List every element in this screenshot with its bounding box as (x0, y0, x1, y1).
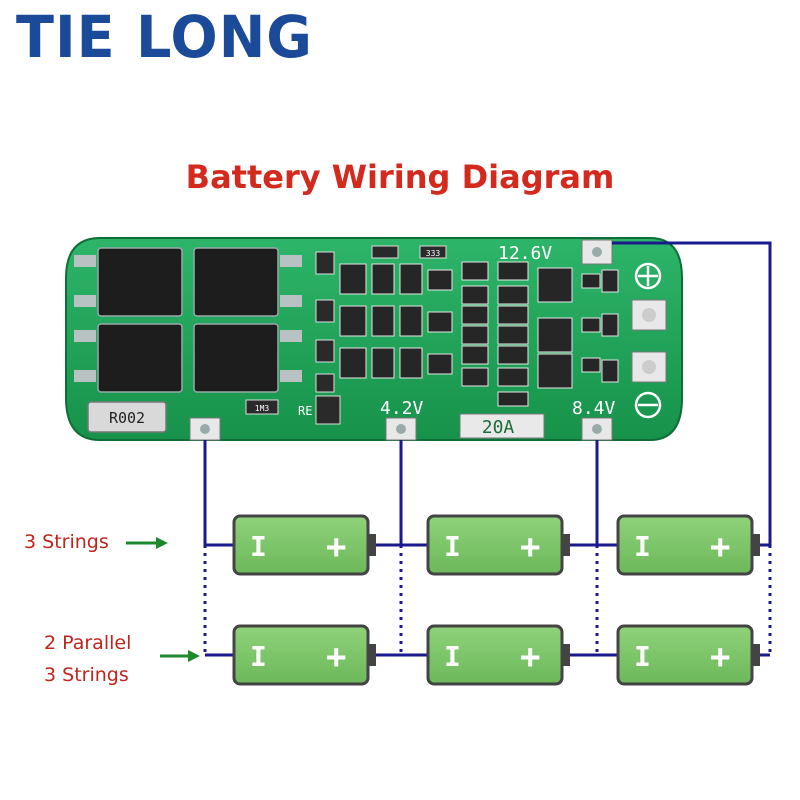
mosfet-group (97, 247, 279, 393)
battery-minus-label: I (634, 530, 651, 563)
battery-minus-label: I (250, 640, 267, 673)
bms-board: R002 1M3 333 RE (65, 237, 683, 441)
battery-plus-label: + (710, 527, 730, 567)
current-rating: 20A (482, 417, 515, 438)
battery-cell: I + (232, 514, 376, 576)
battery-cell: I + (232, 624, 376, 686)
voltage-label-4v2: 4.2V (380, 398, 424, 419)
battery-cell: I + (426, 514, 570, 576)
battery-plus-label: + (520, 527, 540, 567)
brand-logo: TIE LONG (16, 3, 313, 71)
shunt-resistor (87, 401, 167, 433)
voltage-label-12v6: 12.6V (498, 243, 552, 264)
wiring (203, 241, 772, 657)
battery-plus-label: + (326, 527, 346, 567)
battery-plus-label: + (710, 637, 730, 677)
three-strings-label: 3 Strings (24, 531, 109, 553)
minus-terminal-icon (634, 391, 662, 419)
battery-plus-label: + (520, 637, 540, 677)
battery-cell: I + (426, 624, 570, 686)
two-parallel-label-line1: 2 Parallel (44, 632, 132, 654)
arrow-right-icon (160, 650, 200, 662)
battery-minus-label: I (250, 530, 267, 563)
battery-minus-label: I (634, 640, 651, 673)
solder-pads (189, 239, 667, 441)
shunt-resistor-label: R002 (109, 409, 145, 427)
diagram-title: Battery Wiring Diagram (185, 158, 615, 196)
battery-minus-label: I (444, 530, 461, 563)
smd-code-2: 333 (426, 249, 441, 258)
voltage-label-8v4: 8.4V (572, 398, 616, 419)
battery-cell: I + (616, 514, 760, 576)
two-parallel-label-line2: 3 Strings (44, 664, 129, 686)
battery-cells: I + I + I + I + I + (232, 514, 760, 686)
battery-plus-label: + (326, 637, 346, 677)
plus-terminal-icon (634, 262, 662, 290)
battery-cell: I + (616, 624, 760, 686)
smd-code-1: 1M3 (255, 404, 270, 413)
arrow-right-icon (126, 537, 168, 549)
battery-minus-label: I (444, 640, 461, 673)
re-label: RE (298, 404, 312, 418)
